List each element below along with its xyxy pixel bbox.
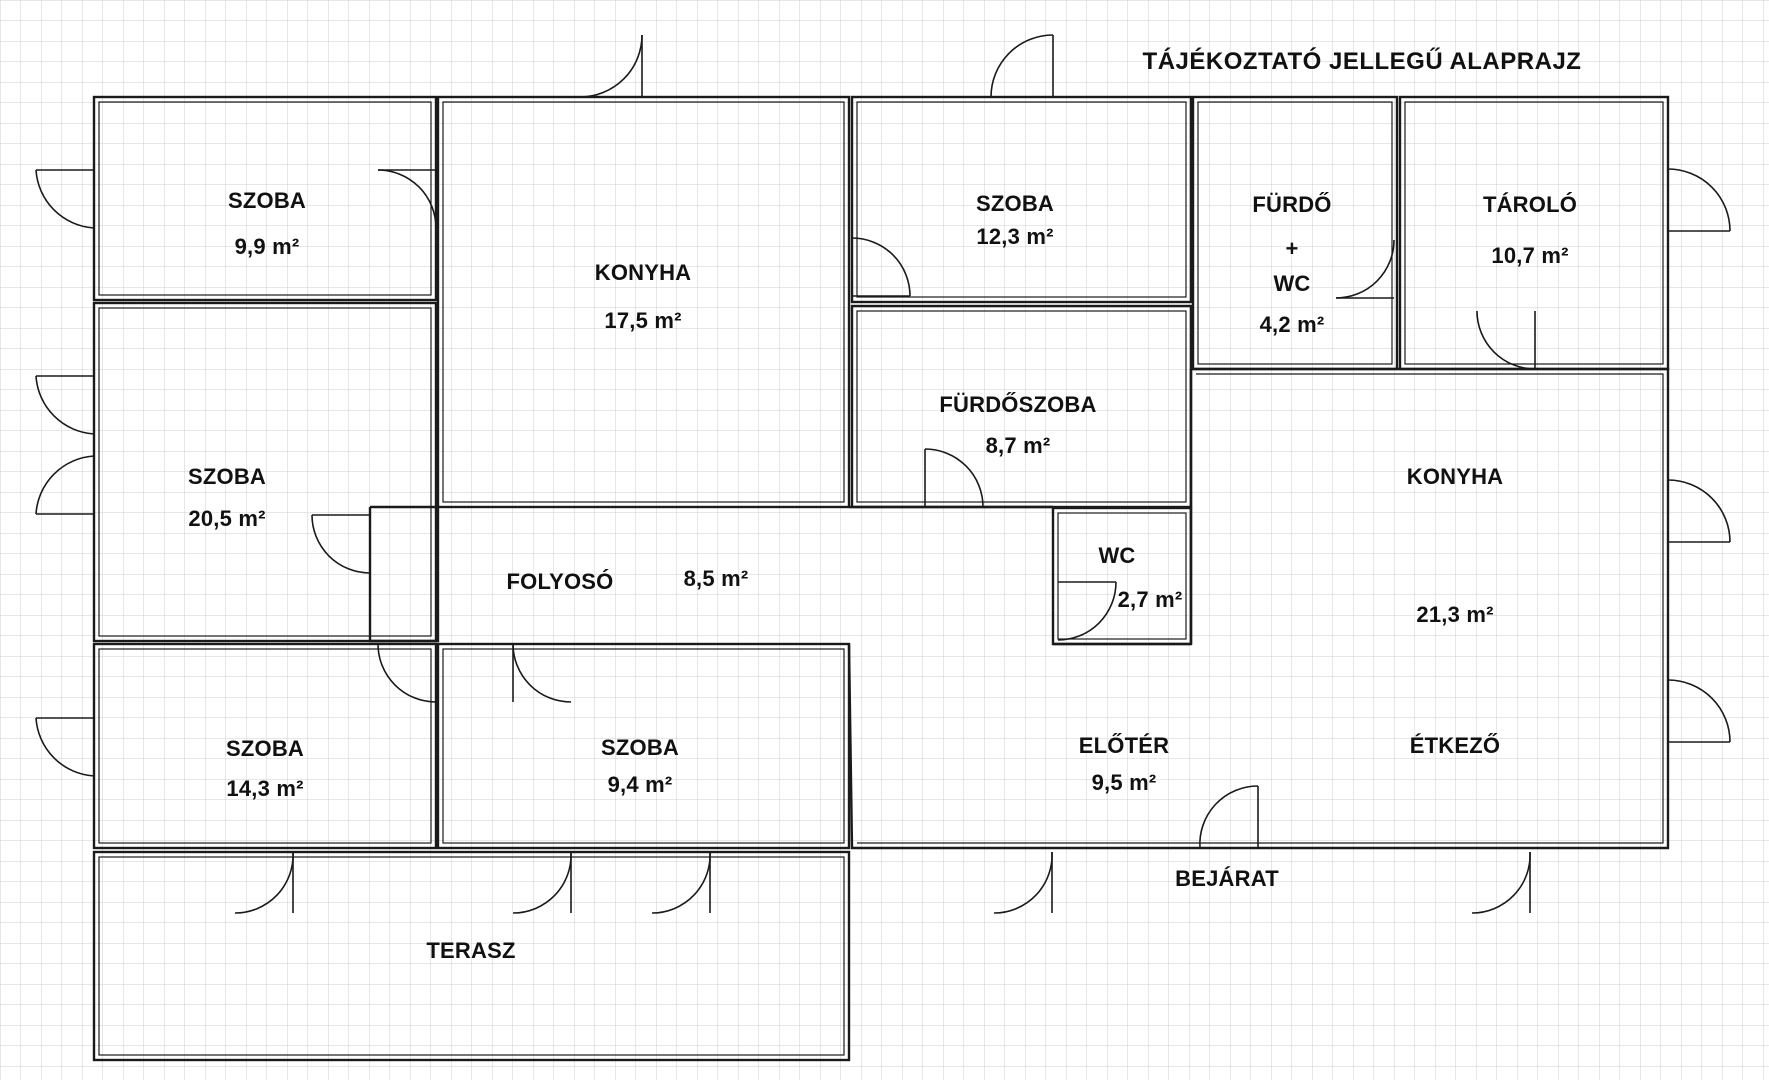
room-name-furdo: FÜRDŐ [1252, 192, 1332, 217]
room-outline-szoba-1 [92, 95, 438, 302]
room-name-konyha-2: KONYHA [1406, 464, 1504, 489]
room-area-eloter: 9,5 m² [1091, 770, 1157, 795]
room-outline-szoba-5 [850, 95, 1193, 304]
room-outline-konyha-1 [436, 95, 851, 509]
room-outline-terasz [92, 850, 851, 1062]
door-furdoszoba [924, 448, 984, 508]
door-left-2 [35, 375, 95, 435]
room-area-konyha-2: 21,3 m² [1416, 602, 1494, 627]
room-name-furdo-wc: WC [1273, 271, 1311, 296]
door-furdo [1335, 239, 1395, 299]
door-tarolo [1476, 310, 1536, 370]
room-area-szoba-2: 20,5 m² [188, 506, 266, 531]
door-szoba2 [311, 514, 371, 574]
door-right-2 [1667, 479, 1731, 543]
corridor-left-end [368, 505, 440, 643]
room-area-folyoso: 8,5 m² [683, 566, 749, 591]
door-left-3 [35, 455, 95, 515]
door-left-4 [35, 717, 95, 777]
door-szoba4 [512, 643, 572, 703]
plan-title: TÁJÉKOZTATÓ JELLEGŰ ALAPRAJZ [1142, 48, 1582, 75]
room-name-eloter: ELŐTÉR [1078, 733, 1170, 758]
room-area-szoba-4: 9,4 m² [607, 772, 673, 797]
door-szoba5 [851, 237, 911, 297]
room-name-tarolo: TÁROLÓ [1482, 192, 1578, 217]
door-right-1 [1667, 168, 1731, 232]
room-name-szoba-5: SZOBA [976, 191, 1054, 216]
door-top-2 [990, 34, 1054, 98]
room-name-szoba-3: SZOBA [226, 736, 304, 761]
room-name-wc: WC [1098, 543, 1136, 568]
room-area-szoba-1: 9,9 m² [234, 234, 300, 259]
room-outline-szoba-4 [436, 642, 851, 850]
door-entrance [1199, 785, 1259, 849]
room-outline-szoba-3 [92, 642, 438, 850]
door-szoba1 [377, 169, 437, 229]
room-name-furdo-plus: + [1285, 236, 1299, 261]
room-name-szoba-2: SZOBA [188, 464, 266, 489]
room-area-konyha-1: 17,5 m² [604, 308, 682, 333]
room-area-furdoszoba: 8,7 m² [985, 433, 1051, 458]
room-name-furdoszoba: FÜRDŐSZOBA [939, 392, 1097, 417]
room-area-szoba-3: 14,3 m² [226, 776, 304, 801]
room-name-konyha-1: KONYHA [594, 260, 692, 285]
entrance-label: BEJÁRAT [1175, 866, 1279, 891]
room-area-tarolo: 10,7 m² [1491, 243, 1569, 268]
room-area-szoba-5: 12,3 m² [976, 224, 1054, 249]
door-left-1 [35, 169, 95, 229]
room-name-etkezo: ÉTKEZŐ [1409, 733, 1501, 758]
room-name-folyoso: FOLYOSÓ [506, 569, 614, 594]
room-outline-konyha-etkezo [847, 367, 1670, 850]
room-area-wc: 2,7 m² [1117, 587, 1183, 612]
room-name-szoba-1: SZOBA [228, 188, 306, 213]
room-area-furdo-wc: 4,2 m² [1259, 312, 1325, 337]
door-szoba3 [377, 643, 437, 703]
room-outline-szoba-2 [92, 301, 438, 643]
room-name-terasz: TERASZ [426, 938, 516, 963]
walls [92, 95, 1670, 1062]
room-name-szoba-4: SZOBA [601, 735, 679, 760]
inner-wall-lines [98, 101, 1664, 1056]
door-wc [1057, 581, 1117, 641]
door-top-1 [579, 34, 643, 98]
door-right-3 [1667, 679, 1731, 743]
doors [35, 34, 1731, 914]
